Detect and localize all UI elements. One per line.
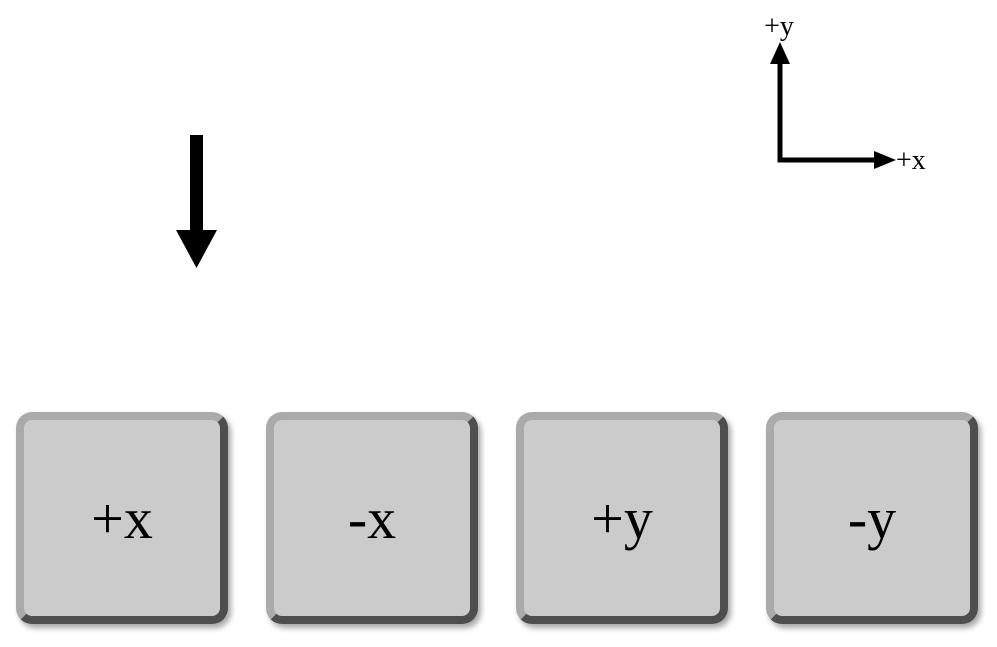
minus-y-key-label: -y bbox=[847, 486, 897, 551]
x-axis-label: +x bbox=[896, 145, 926, 176]
plus-y-key[interactable]: +y bbox=[516, 412, 728, 624]
y-axis-label: +y bbox=[764, 11, 794, 42]
x-axis-arrowhead-icon bbox=[874, 151, 896, 169]
plus-x-key[interactable]: +x bbox=[16, 412, 228, 624]
plus-y-key-label: +y bbox=[591, 486, 653, 551]
arrow-down-icon bbox=[176, 135, 217, 268]
minus-x-key[interactable]: -x bbox=[266, 412, 478, 624]
axes-legend: +y +x bbox=[764, 11, 926, 176]
minus-x-key-label: -x bbox=[347, 486, 397, 551]
minus-y-key[interactable]: -y bbox=[766, 412, 978, 624]
plus-x-key-label: +x bbox=[91, 486, 153, 551]
y-axis-arrowhead-icon bbox=[770, 42, 790, 64]
